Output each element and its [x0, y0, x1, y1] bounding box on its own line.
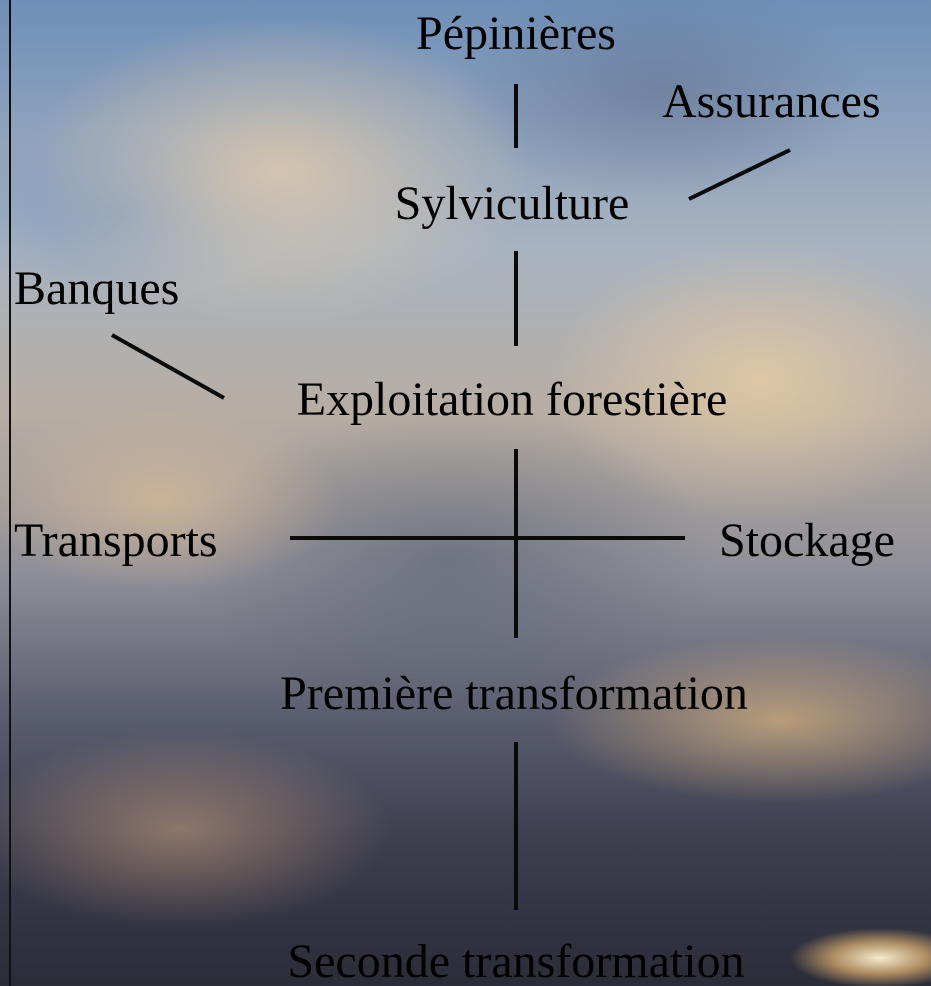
node-premiere-transformation: Première transformation	[280, 667, 748, 720]
left-border-line	[9, 0, 11, 986]
link-assurances-sylviculture	[688, 148, 791, 201]
node-sylviculture: Sylviculture	[394, 177, 630, 230]
node-pepinieres: Pépinières	[416, 7, 616, 60]
node-exploitation: Exploitation forestière	[296, 373, 728, 426]
link-banques-exploitation	[111, 333, 225, 400]
node-seconde-transformation: Seconde transformation	[287, 935, 745, 986]
node-banques: Banques	[14, 262, 180, 315]
node-transports: Transports	[14, 514, 218, 567]
node-stockage: Stockage	[719, 514, 895, 567]
node-assurances: Assurances	[662, 75, 881, 128]
